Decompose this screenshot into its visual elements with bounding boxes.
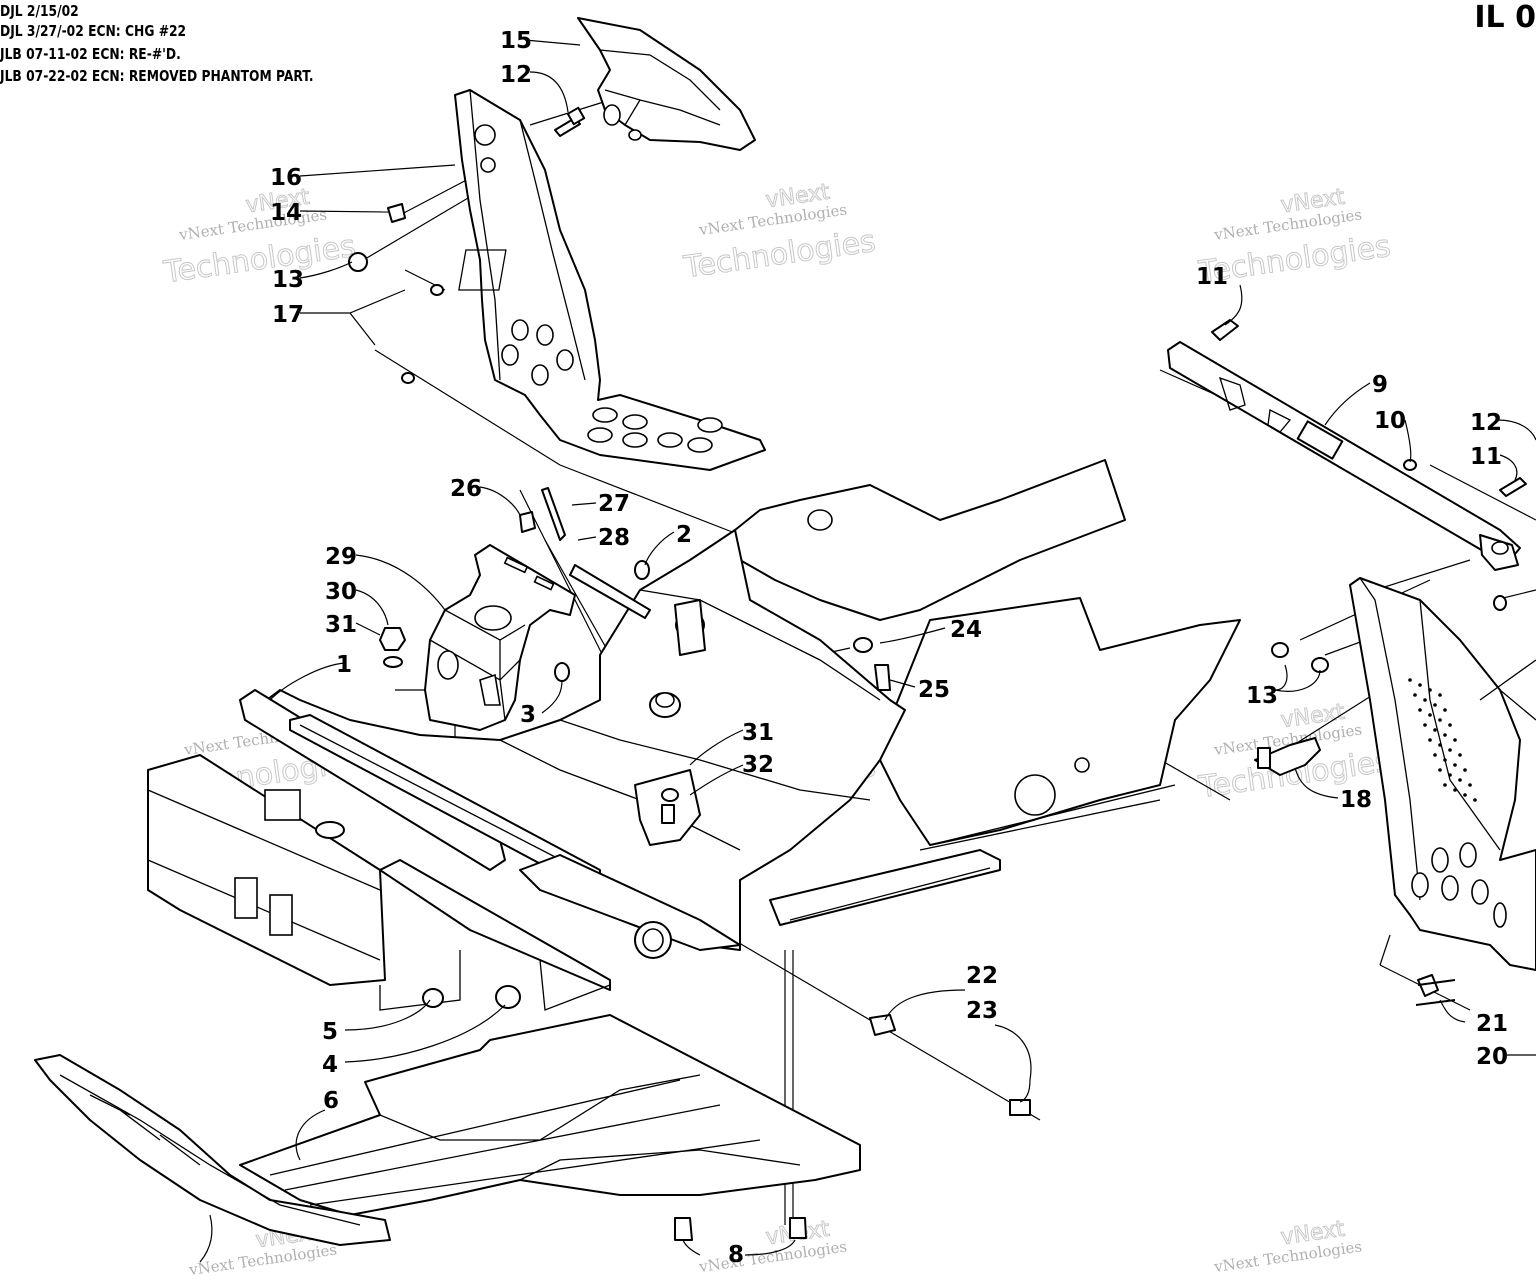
callout-11b: 11 bbox=[1470, 444, 1502, 470]
callout-20: 20 bbox=[1476, 1044, 1508, 1070]
revision-note-3: JLB 07-11-02 ECN: RE-#'D. bbox=[0, 45, 181, 63]
callout-25: 25 bbox=[918, 677, 950, 703]
watermark: Technologies vNext Technologies vNext bbox=[161, 184, 359, 291]
callout-24: 24 bbox=[950, 617, 982, 643]
callout-2: 2 bbox=[676, 522, 692, 548]
chassis-part bbox=[147, 459, 1241, 1011]
callout-labels: 15 12 16 14 13 17 26 27 28 2 29 30 31 1 … bbox=[270, 28, 1508, 1268]
callout-12b: 12 bbox=[1470, 410, 1502, 436]
callout-4: 4 bbox=[322, 1052, 338, 1078]
callout-13a: 13 bbox=[272, 267, 304, 293]
callout-18: 18 bbox=[1340, 787, 1372, 813]
steering-post-part bbox=[1167, 341, 1521, 571]
front-bumper-part bbox=[34, 1054, 391, 1246]
callout-12a: 12 bbox=[500, 62, 532, 88]
callout-32: 32 bbox=[742, 752, 774, 778]
watermark: Technologies vNext Technologies vNext bbox=[681, 179, 879, 286]
callout-21: 21 bbox=[1476, 1011, 1508, 1037]
clip-bracket-part bbox=[1254, 737, 1321, 776]
callout-29: 29 bbox=[325, 544, 357, 570]
callout-13b: 13 bbox=[1246, 683, 1278, 709]
steering-support-part bbox=[454, 89, 766, 471]
callout-1: 1 bbox=[336, 652, 352, 678]
revision-note-1: DJL 2/15/02 bbox=[0, 2, 79, 20]
bolt-11-part bbox=[1211, 319, 1527, 497]
callout-3: 3 bbox=[520, 702, 536, 728]
belly-pan-part bbox=[239, 1014, 861, 1216]
watermark: vNext Technologies vNext bbox=[1212, 1216, 1363, 1276]
hardware-parts bbox=[348, 203, 1507, 1241]
leader-lines bbox=[199, 39, 1536, 1263]
console-cover-part bbox=[577, 17, 756, 151]
callout-30: 30 bbox=[325, 579, 357, 605]
callout-14: 14 bbox=[270, 200, 302, 226]
revision-note-4: JLB 07-22-02 ECN: REMOVED PHANTOM PART. bbox=[0, 67, 314, 85]
callout-9: 9 bbox=[1372, 372, 1388, 398]
callout-8: 8 bbox=[728, 1242, 744, 1268]
revision-note-2: DJL 3/27/-02 ECN: CHG #22 bbox=[0, 22, 187, 40]
watermark: vNext Technologies vNext bbox=[697, 1216, 848, 1276]
callout-23: 23 bbox=[966, 998, 998, 1024]
callout-10: 10 bbox=[1374, 408, 1406, 434]
callout-15: 15 bbox=[500, 28, 532, 54]
callout-22: 22 bbox=[966, 963, 998, 989]
callout-31a: 31 bbox=[325, 612, 357, 638]
callout-31b: 31 bbox=[742, 720, 774, 746]
shock-bracket-part bbox=[424, 544, 576, 731]
callout-16: 16 bbox=[270, 165, 302, 191]
callout-11a: 11 bbox=[1196, 264, 1228, 290]
callout-17: 17 bbox=[272, 302, 304, 328]
callout-5: 5 bbox=[322, 1019, 338, 1045]
callout-26: 26 bbox=[450, 476, 482, 502]
callout-27: 27 bbox=[598, 491, 630, 517]
bolt-12-part bbox=[554, 106, 586, 137]
side-panel-part bbox=[1349, 577, 1536, 971]
callout-6: 6 bbox=[323, 1088, 339, 1114]
vent-grille bbox=[1408, 678, 1477, 802]
illustration-code: IL 0 bbox=[1474, 0, 1536, 35]
callout-28: 28 bbox=[598, 525, 630, 551]
